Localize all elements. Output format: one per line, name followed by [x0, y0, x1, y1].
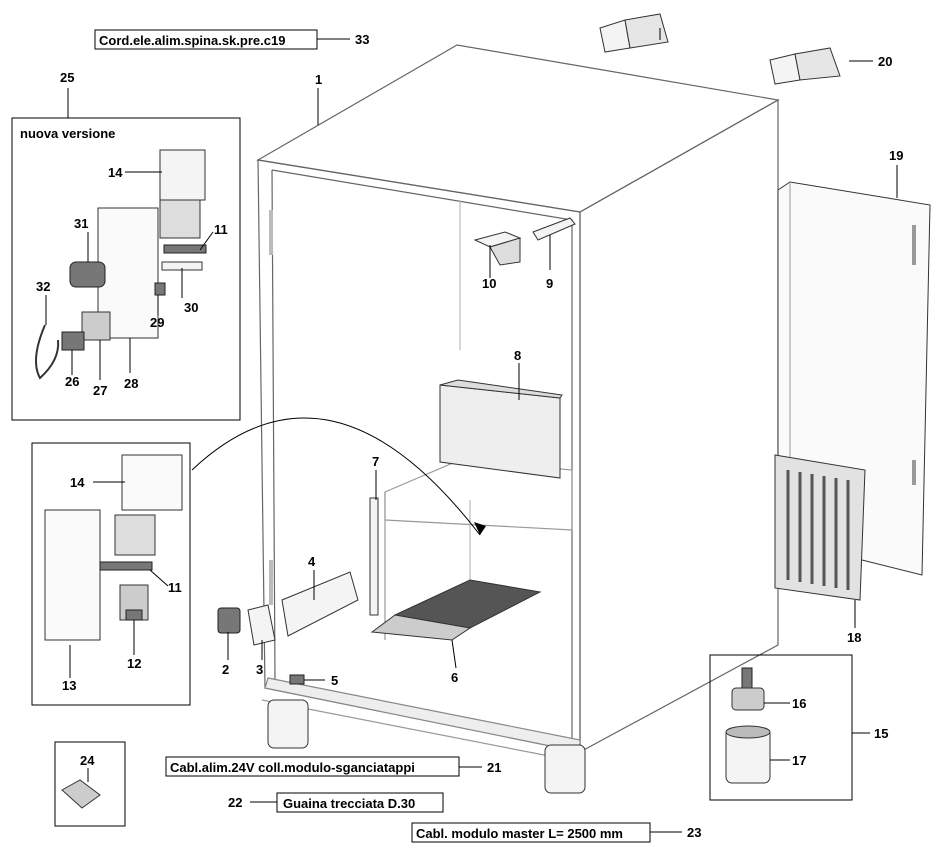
part-number: 2	[222, 662, 229, 677]
foot-nut-16	[731, 667, 765, 711]
bracket-20a	[599, 13, 669, 53]
part-number: 33	[355, 32, 369, 47]
bracket-10	[473, 231, 522, 266]
part-number: 6	[451, 670, 458, 685]
part-number: 9	[546, 276, 553, 291]
part-number: 22	[228, 795, 242, 810]
part-numbers: 1 2 3 4 5 6 7 8 9 10 11 11 12 13 14 14 1…	[36, 32, 903, 840]
module-13-parts	[44, 454, 183, 641]
panel-8	[439, 379, 563, 479]
bracket-20b	[769, 47, 841, 85]
part-number: 10	[482, 276, 496, 291]
part-number: 14	[70, 475, 85, 490]
part-number: 11	[168, 580, 182, 595]
part-number: 18	[847, 630, 861, 645]
bracket-9	[532, 217, 576, 241]
part-number: 17	[792, 753, 806, 768]
part-number: 32	[36, 279, 50, 294]
cabinet	[256, 44, 780, 794]
leader-lines	[45, 28, 898, 782]
part-number: 29	[150, 315, 164, 330]
part-number: 13	[62, 678, 76, 693]
clip-5	[289, 674, 305, 685]
part-number: 3	[256, 662, 263, 677]
part-number: 23	[687, 825, 701, 840]
part-number: 4	[308, 554, 316, 569]
part-number: 30	[184, 300, 198, 315]
foot-front-right	[544, 744, 586, 794]
part-number: 8	[514, 348, 521, 363]
module-25-parts	[35, 149, 207, 380]
part-number: 12	[127, 656, 141, 671]
foot-cup-17	[725, 725, 771, 784]
nuova-versione-label: nuova versione	[20, 126, 115, 141]
part-24	[61, 779, 101, 809]
box-13	[31, 442, 191, 706]
part-number: 28	[124, 376, 138, 391]
part-number: 27	[93, 383, 107, 398]
part-number: 25	[60, 70, 74, 85]
grill-18	[774, 454, 866, 601]
cabl-master-label: Cabl. modulo master L= 2500 mm	[416, 826, 623, 841]
box-25	[11, 117, 241, 421]
part-number: 21	[487, 760, 501, 775]
part-number: 20	[878, 54, 892, 69]
part-number: 31	[74, 216, 88, 231]
part-number: 5	[331, 673, 338, 688]
part-number: 19	[889, 148, 903, 163]
switch-2	[217, 607, 241, 634]
box-15	[709, 654, 853, 801]
part-number: 1	[315, 72, 322, 87]
foot-front-left	[267, 699, 309, 749]
part-number: 7	[372, 454, 379, 469]
box-24	[54, 741, 126, 827]
grid-tray-6	[370, 579, 542, 641]
cord-label: Cord.ele.alim.spina.sk.pre.c19	[99, 33, 285, 48]
part-number: 15	[874, 726, 888, 741]
part-number: 26	[65, 374, 79, 389]
part-number: 24	[80, 753, 95, 768]
part-number: 11	[214, 222, 228, 237]
part-number: 14	[108, 165, 123, 180]
cabl-24v-label: Cabl.alim.24V coll.modulo-sganciatappi	[170, 760, 415, 775]
strip-7	[369, 497, 379, 616]
plate-3	[247, 604, 276, 646]
part-number: 16	[792, 696, 806, 711]
guaina-label: Guaina trecciata D.30	[283, 796, 415, 811]
curved-arrow	[191, 417, 481, 536]
plate-4	[281, 571, 359, 637]
